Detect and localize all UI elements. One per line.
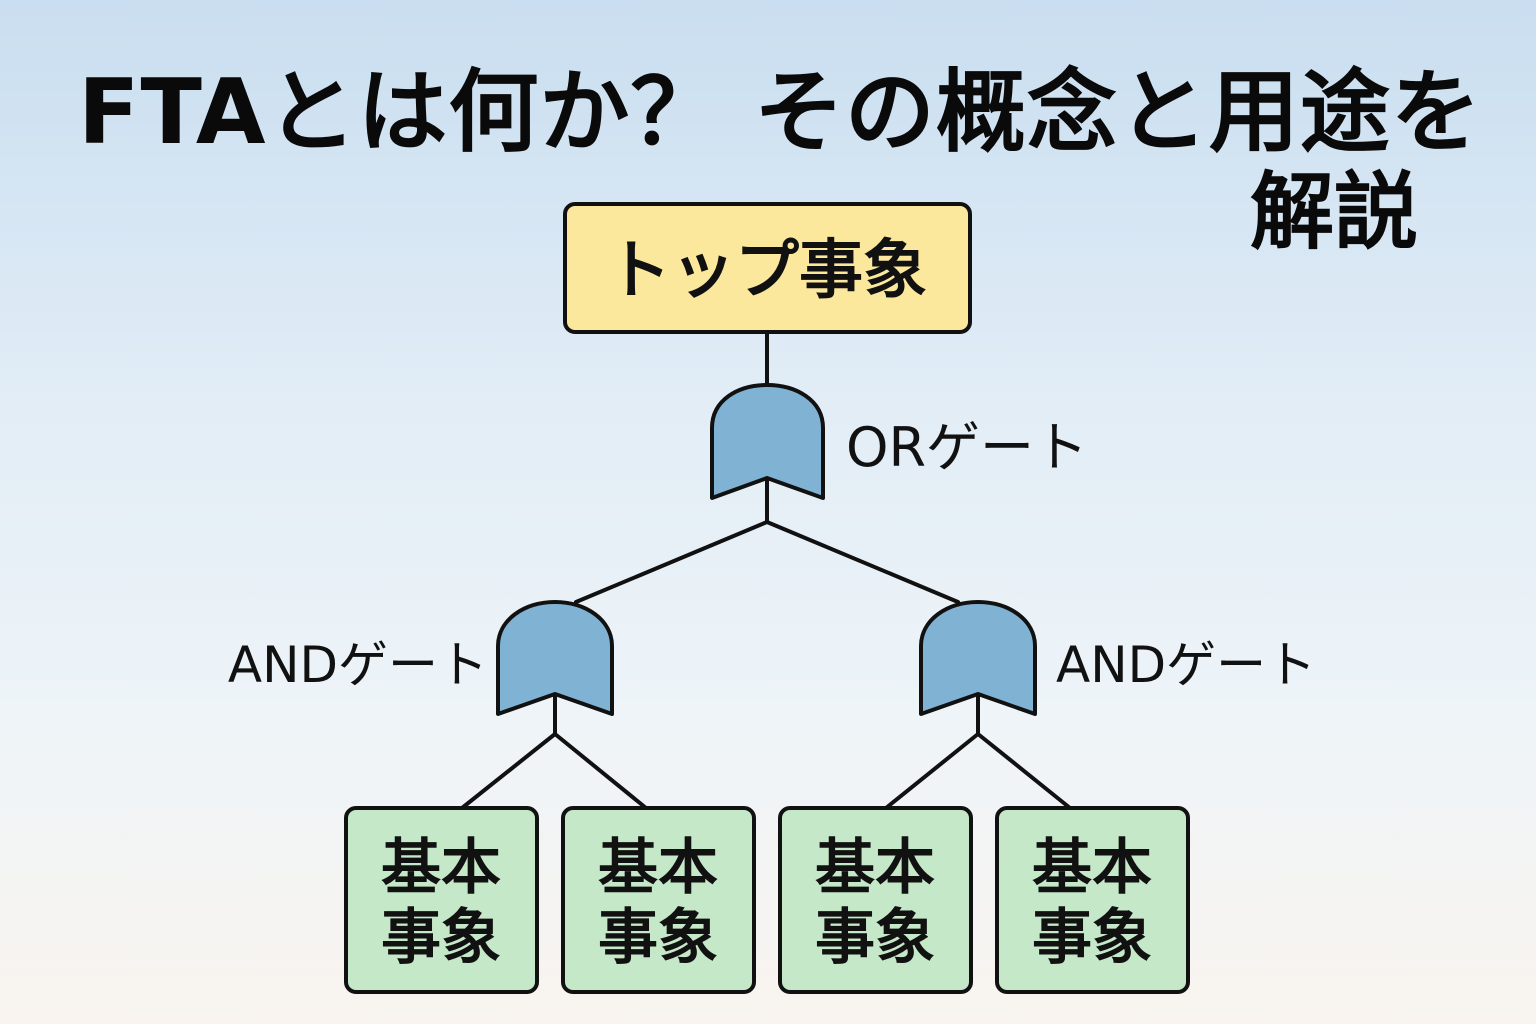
and-gate-right-label: ANDゲート [1056,636,1316,694]
page-title-line-2: 解説 [1250,163,1419,261]
basic-event-label-line1: 基本 [815,833,935,903]
basic-event-label-line2: 事象 [815,903,935,973]
basic-event-label-line1: 基本 [598,833,718,903]
top-event-box [563,202,972,334]
connector-left-and-to-basic-1 [460,732,557,810]
basic-event-box [561,806,756,994]
basic-event-box [778,806,973,994]
basic-event-1: 基本 事象 [344,806,539,994]
basic-event-label-line1: 基本 [381,833,501,903]
basic-event-label-line2: 事象 [381,903,501,973]
basic-event-label-line1: 基本 [1032,833,1152,903]
top-event: トップ事象 [563,202,972,334]
basic-event-3: 基本 事象 [778,806,973,994]
connector-or-to-left-and [574,520,769,604]
connector-right-and-to-basic-3 [884,732,980,810]
and-gate-right-symbol [919,600,1037,716]
or-gate-label: ORゲート [846,416,1088,479]
top-event-label: トップ事象 [607,234,927,308]
and-gate-left: ANDゲート [228,600,614,716]
connector-left-and-to-basic-2 [553,732,648,810]
or-gate: ORゲート [710,383,1088,500]
or-gate-symbol [710,383,825,500]
basic-event-4: 基本 事象 [995,806,1190,994]
page-title-line-1: FTAとは何か？ その概念と用途を [78,60,1482,165]
connector-lines [460,330,1072,810]
basic-event-label-line2: 事象 [1032,903,1152,973]
basic-event-label-line2: 事象 [598,903,718,973]
and-gate-left-symbol [496,600,614,716]
and-gate-left-label: ANDゲート [228,636,488,694]
basic-event-box [995,806,1190,994]
basic-event-2: 基本 事象 [561,806,756,994]
connector-or-to-right-and [765,520,960,604]
and-gate-right: ANDゲート [919,600,1316,716]
connector-right-and-to-basic-4 [976,732,1072,810]
basic-event-box [344,806,539,994]
